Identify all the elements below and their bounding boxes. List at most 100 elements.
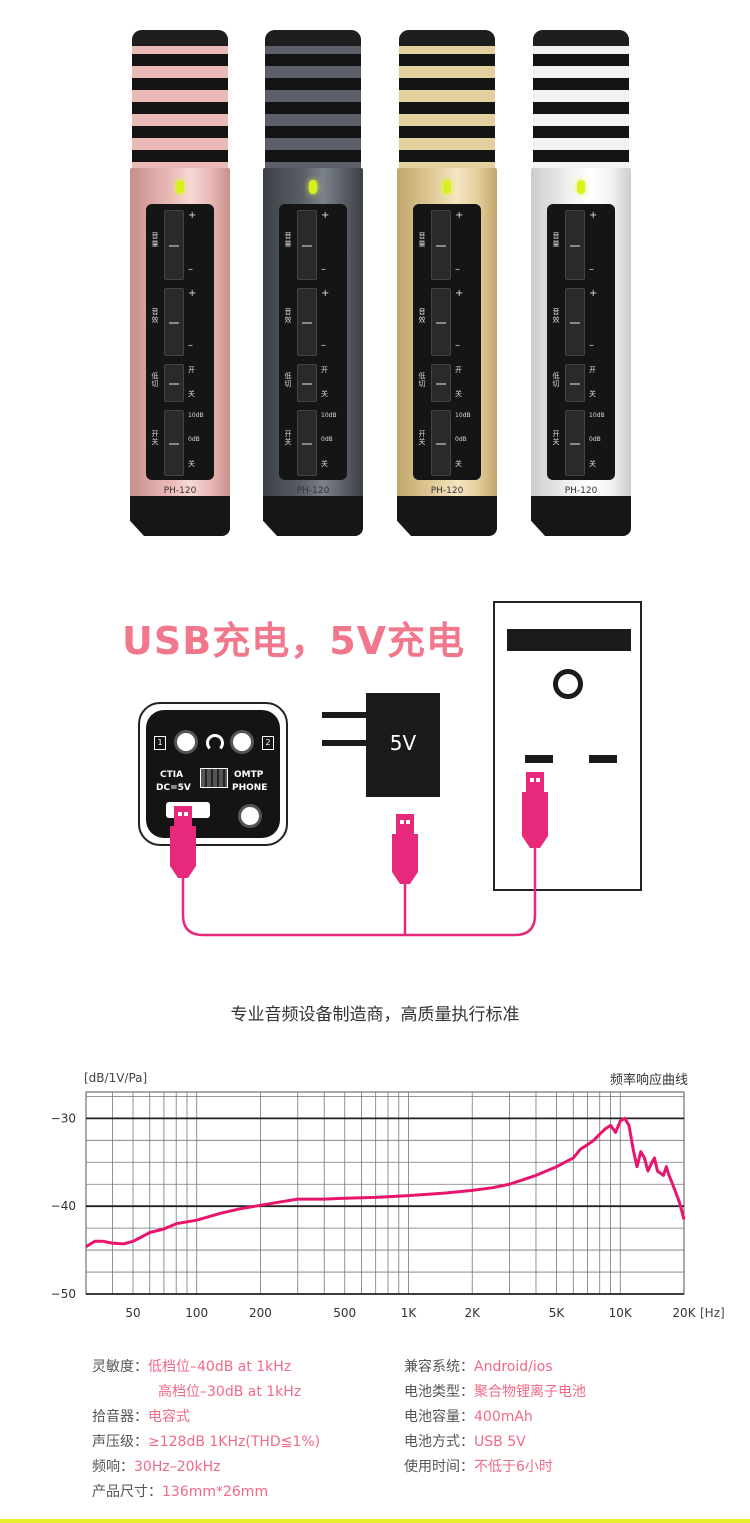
gain-10db-label: 10dB	[321, 412, 337, 419]
on-label: 开	[455, 366, 462, 374]
volume-label: 音量	[151, 232, 159, 248]
on-label: 开	[321, 366, 328, 374]
plus-label: +	[589, 288, 598, 299]
spec-label: 声压级：	[92, 1434, 148, 1450]
spec-label: 电池容量：	[404, 1409, 474, 1425]
spec-value: 不低于6小时	[474, 1459, 553, 1475]
spec-row: 高档位–30dB at 1kHz	[92, 1381, 301, 1401]
mic-base	[397, 496, 497, 536]
model-label: PH-120	[163, 486, 197, 496]
spec-label: 拾音器：	[92, 1409, 148, 1425]
off-label: 关	[455, 460, 462, 468]
mic-body: 音量 + – 音效 + – 低切 开 关 开关 10dB 0dB 关 PH-12…	[531, 168, 631, 498]
plus-label: +	[321, 288, 330, 299]
mic-body: 音量 + – 音效 + – 低切 开 关 开关 10dB 0dB 关 PH-12…	[397, 168, 497, 498]
mic-base	[130, 496, 230, 536]
spec-row: 声压级：≥128dB 1KHz(THD≦1%)	[92, 1431, 320, 1451]
computer-tower	[493, 601, 642, 891]
plus-label: +	[188, 210, 197, 221]
control-panel: 音量 + – 音效 + – 低切 开 关 开关 10dB 0dB 关	[146, 204, 214, 480]
mic-bottom-panel: 1 2 CTIA DC=5V OMTP PHONE	[138, 702, 288, 846]
minus-label: –	[455, 264, 460, 275]
ctia-label: CTIA	[160, 770, 184, 780]
spec-value: 低档位–40dB at 1kHz	[148, 1359, 292, 1375]
slogan: 专业音频设备制造商，高质量执行标准	[230, 1005, 520, 1025]
audio-jack-2-icon	[230, 730, 254, 754]
power-adapter: 5V	[366, 693, 440, 797]
status-led-icon	[176, 180, 184, 194]
control-panel: 音量 + – 音效 + – 低切 开 关 开关 10dB 0dB 关	[279, 204, 347, 480]
usb-plug-icon	[392, 834, 418, 884]
mic-grille	[533, 30, 629, 172]
lowcut-switch	[431, 364, 451, 402]
off-label: 关	[589, 390, 596, 398]
audio-jack-1-icon	[174, 730, 198, 754]
status-led-icon	[443, 180, 451, 194]
microphone-3: 音量 + – 音效 + – 低切 开 关 开关 10dB 0dB 关 PH-12…	[397, 30, 497, 536]
plus-label: +	[188, 288, 197, 299]
drive-slot	[507, 629, 631, 651]
x-tick-label: 100	[185, 1306, 208, 1320]
spec-value: Android/ios	[474, 1359, 553, 1375]
spec-label: 电池方式：	[404, 1434, 474, 1450]
on-label: 开	[188, 366, 195, 374]
omtp-label: OMTP	[234, 770, 264, 780]
spec-row: 兼容系统：Android/ios	[404, 1356, 553, 1376]
x-tick-label: 1K	[401, 1306, 418, 1320]
lowcut-switch	[565, 364, 585, 402]
x-axis-label: [Hz]	[700, 1306, 725, 1320]
control-panel: 音量 + – 音效 + – 低切 开 关 开关 10dB 0dB 关	[413, 204, 481, 480]
minus-label: –	[188, 340, 193, 351]
minus-label: –	[321, 340, 326, 351]
off-label: 关	[589, 460, 596, 468]
gain-10db-label: 10dB	[455, 412, 471, 419]
mic-body: 音量 + – 音效 + – 低切 开 关 开关 10dB 0dB 关 PH-12…	[263, 168, 363, 498]
volume-label: 音量	[418, 232, 426, 248]
power-gain-switch	[164, 410, 184, 476]
spec-value: USB 5V	[474, 1434, 526, 1450]
control-panel: 音量 + – 音效 + – 低切 开 关 开关 10dB 0dB 关	[547, 204, 615, 480]
effect-label: 音效	[418, 308, 426, 324]
off-label: 关	[455, 390, 462, 398]
x-tick-label: 2K	[464, 1306, 481, 1320]
model-label: PH-120	[296, 486, 330, 496]
effect-label: 音效	[151, 308, 159, 324]
lowcut-label: 低切	[552, 372, 560, 388]
spec-value: 30Hz–20kHz	[134, 1459, 221, 1475]
minus-label: –	[589, 340, 594, 351]
spec-label: 频响：	[92, 1459, 134, 1475]
mic-base	[531, 496, 631, 536]
spec-row: 产品尺寸：136mm*26mm	[92, 1481, 268, 1501]
divider	[0, 1519, 750, 1523]
spec-list: 灵敏度：低档位–40dB at 1kHz 高档位–30dB at 1kHz 拾音器：…	[0, 1356, 750, 1506]
model-label: PH-120	[430, 486, 464, 496]
series-line	[85, 1116, 686, 1248]
dc-5v-label: DC=5V	[156, 783, 191, 793]
lowcut-switch	[164, 364, 184, 402]
spec-row: 电池方式：USB 5V	[404, 1431, 526, 1451]
mic-body: 音量 + – 音效 + – 低切 开 关 开关 10dB 0dB 关 PH-12…	[130, 168, 230, 498]
status-led-icon	[309, 180, 317, 194]
spec-value: 聚合物锂离子电池	[474, 1384, 586, 1400]
power-label: 开关	[418, 430, 426, 446]
x-tick-label: 500	[333, 1306, 356, 1320]
on-label: 开	[589, 366, 596, 374]
port-1-label: 1	[154, 736, 166, 750]
model-label: PH-120	[564, 486, 598, 496]
usb-port-icon	[525, 755, 553, 763]
spec-row: 电池类型：聚合物锂离子电池	[404, 1381, 586, 1401]
plus-label: +	[455, 288, 464, 299]
spec-label: 灵敏度：	[92, 1359, 148, 1375]
volume-slider	[431, 210, 451, 280]
x-tick-label: 10K	[609, 1306, 633, 1320]
off-label: 关	[321, 390, 328, 398]
spec-row: 电池容量：400mAh	[404, 1406, 533, 1426]
power-gain-switch	[297, 410, 317, 476]
y-tick-label: −40	[51, 1199, 76, 1213]
effect-slider	[164, 288, 184, 356]
volume-slider	[164, 210, 184, 280]
volume-slider	[565, 210, 585, 280]
gain-0db-label: 0dB	[188, 436, 200, 443]
